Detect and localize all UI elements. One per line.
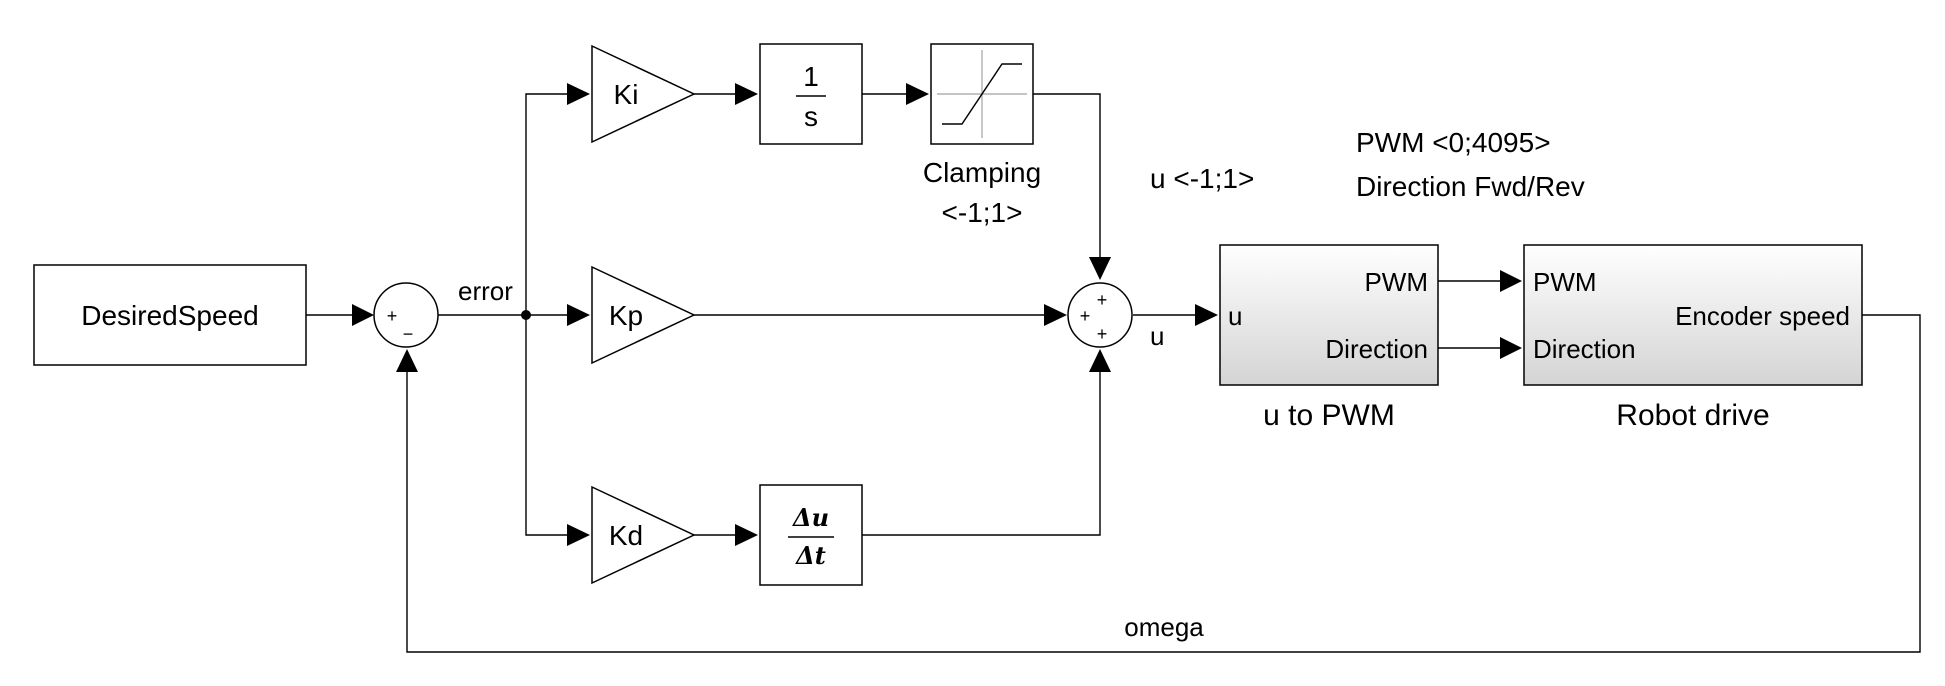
- error-sum-plus: +: [387, 306, 398, 326]
- derivative-numerator: Δu: [792, 503, 829, 532]
- wire-error-to-ki: [525, 93, 567, 315]
- robot-drive-input-pwm: PWM: [1533, 267, 1597, 297]
- ki-gain-block[interactable]: Ki: [591, 44, 696, 144]
- desired-speed-label: DesiredSpeed: [81, 300, 258, 331]
- arrow-to-kd: [567, 524, 590, 546]
- derivative-denominator: Δt: [795, 541, 826, 570]
- arrow-feedback: [396, 349, 418, 372]
- kd-triangle: [591, 485, 696, 585]
- integrator-denominator: s: [804, 101, 818, 132]
- wire-clamp-to-sum2: [1033, 93, 1101, 257]
- signal-label-u-range: u <-1;1>: [1150, 163, 1254, 194]
- signal-label-pwm-range: PWM <0;4095>: [1356, 127, 1551, 158]
- signal-label-direction-range: Direction Fwd/Rev: [1356, 171, 1585, 202]
- clamping-caption-line1: Clamping: [923, 157, 1041, 188]
- desired-speed-rect: [33, 264, 307, 366]
- integrator-block[interactable]: 1 s: [759, 43, 863, 145]
- clamping-caption-line2: <-1;1>: [942, 197, 1023, 228]
- error-sum-minus: −: [403, 324, 414, 344]
- arrow-pwm: [1500, 270, 1522, 292]
- signal-label-u: u: [1150, 321, 1164, 351]
- u-to-pwm-output-direction: Direction: [1325, 334, 1428, 364]
- arrow-derivative-to-sum2: [1089, 349, 1111, 372]
- saturation-curve-icon: [942, 63, 1022, 125]
- error-sum-block[interactable]: + −: [373, 282, 439, 348]
- ki-label: Ki: [614, 79, 639, 110]
- u-to-pwm-caption: u to PWM: [1263, 399, 1395, 432]
- robot-drive-input-direction: Direction: [1533, 334, 1636, 364]
- clamping-block[interactable]: [930, 43, 1034, 145]
- kd-gain-block[interactable]: Kd: [591, 485, 696, 585]
- arrow-direction: [1500, 337, 1522, 359]
- wire-derivative-to-sum2: [862, 372, 1101, 536]
- arrow-to-clamp: [906, 83, 929, 105]
- kd-label: Kd: [609, 520, 643, 551]
- pid-sum-plus-top: +: [1097, 290, 1108, 310]
- error-sum-circle: [373, 282, 439, 348]
- robot-drive-caption: Robot drive: [1616, 399, 1769, 432]
- u-to-pwm-output-pwm: PWM: [1364, 267, 1428, 297]
- kp-gain-block[interactable]: Kp: [591, 265, 696, 365]
- integrator-rect: [759, 43, 863, 145]
- derivative-rect: [759, 484, 863, 586]
- derivative-block[interactable]: Δu Δt: [759, 484, 863, 586]
- wire-error-to-kd: [525, 315, 567, 536]
- u-to-pwm-subsystem[interactable]: u PWM Direction: [1219, 244, 1439, 386]
- kp-triangle: [591, 265, 696, 365]
- signal-label-omega: omega: [1124, 612, 1204, 642]
- arrow-u: [1195, 304, 1218, 326]
- arrow-clamp-to-sum2: [1089, 257, 1111, 280]
- u-to-pwm-rect: [1219, 244, 1439, 386]
- kp-label: Kp: [609, 300, 643, 331]
- arrow-to-integrator: [735, 83, 758, 105]
- wire-feedback-omega: [406, 314, 1921, 653]
- robot-drive-output-encoder: Encoder speed: [1675, 301, 1850, 331]
- signal-wires: [306, 83, 1921, 653]
- pid-sum-circle: [1067, 282, 1133, 348]
- robot-drive-rect: [1523, 244, 1863, 386]
- u-to-pwm-input-u: u: [1228, 301, 1242, 331]
- pid-sum-plus-bottom: +: [1097, 324, 1108, 344]
- ki-triangle: [591, 44, 696, 144]
- robot-drive-subsystem[interactable]: PWM Direction Encoder speed: [1523, 244, 1863, 386]
- arrow-desired-to-sum: [352, 304, 374, 326]
- arrow-to-derivative: [735, 524, 758, 546]
- arrow-to-ki: [567, 83, 590, 105]
- pid-sum-plus-left: +: [1080, 306, 1091, 326]
- arrow-kp-to-sum2: [1044, 304, 1067, 326]
- integrator-numerator: 1: [803, 61, 819, 92]
- signal-label-error: error: [458, 276, 513, 306]
- pid-sum-block[interactable]: + + +: [1067, 282, 1133, 348]
- desired-speed-block[interactable]: DesiredSpeed: [33, 264, 307, 366]
- arrow-to-kp: [567, 304, 590, 326]
